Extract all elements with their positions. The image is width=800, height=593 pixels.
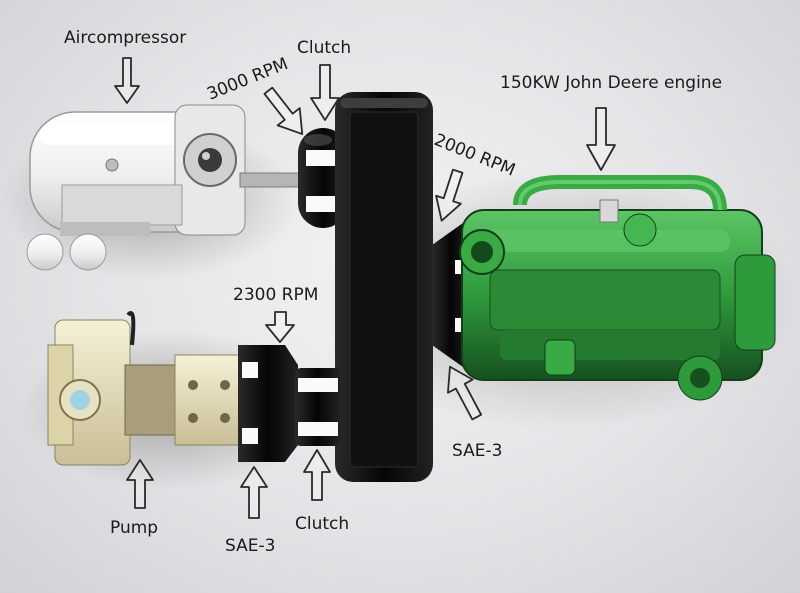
arrow-clutch-top <box>310 64 340 121</box>
arrow-pump <box>126 459 154 509</box>
label-clutch-top: Clutch <box>297 38 352 58</box>
label-sae-bottom: SAE-3 <box>225 536 276 556</box>
arrow-aircompressor <box>114 57 140 104</box>
john-deere-engine <box>432 175 776 401</box>
arrow-sae-right <box>447 365 483 421</box>
arrow-engine <box>586 107 616 171</box>
sae3-bottom-adapter <box>238 345 298 462</box>
gearbox-housing <box>335 92 433 482</box>
clutch-bottom-coupling <box>295 368 340 446</box>
pump-unit <box>47 311 246 466</box>
arrow-2000-rpm <box>435 168 464 222</box>
arrow-2300-rpm <box>265 311 295 343</box>
label-pump: Pump <box>110 518 159 538</box>
label-aircompressor: Aircompressor <box>64 28 187 48</box>
aircompressor-unit <box>26 104 306 271</box>
arrow-sae-bottom <box>240 466 268 519</box>
label-engine: 150KW John Deere engine <box>500 73 723 93</box>
arrow-clutch-bottom <box>303 449 331 501</box>
arrow-3000-rpm <box>263 86 304 135</box>
label-clutch-bottom: Clutch <box>295 514 350 534</box>
label-2300-rpm: 2300 RPM <box>233 285 319 305</box>
label-sae-right: SAE-3 <box>452 441 503 461</box>
